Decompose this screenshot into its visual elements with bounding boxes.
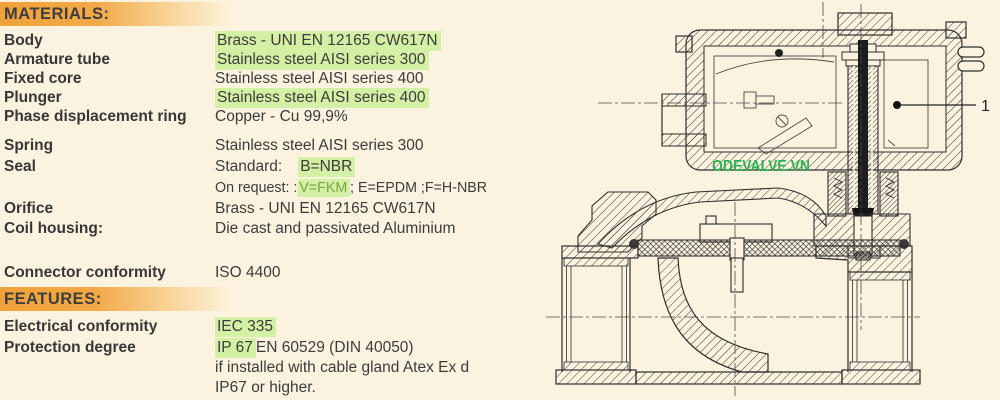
row-body-value: Brass - UNI EN 12165 CW617N (215, 31, 441, 51)
inlet-port (555, 257, 637, 385)
pilot-spring-left (832, 177, 844, 199)
row-electrical-conformity-label: Electrical conformity (4, 318, 158, 335)
row-phase-ring-value: Copper - Cu 99,9% (215, 108, 348, 125)
features-title: FEATURES: (4, 290, 102, 308)
row-fixed-core: Fixed core Stainless steel AISI series 4… (4, 69, 545, 88)
callout-number: 1 (981, 98, 990, 115)
plunger-core (858, 40, 868, 208)
coil-housing (661, 12, 985, 171)
row-coil-housing-value: Die cast and passivated Aluminium (215, 220, 456, 237)
row-spring: Spring Stainless steel AISI series 300 (4, 136, 545, 155)
row-electrical-conformity-value: IEC 335 (215, 317, 277, 337)
row-spring-value: Stainless steel AISI series 300 (215, 137, 424, 154)
row-orifice: Orifice Brass - UNI EN 12165 CW617N (4, 199, 545, 218)
row-seal-on-request-value: On request: :V=FKM; E=EPDM ;F=H-NBR (215, 179, 488, 197)
row-orifice-label: Orifice (4, 200, 54, 217)
row-armature-tube-label: Armature tube (4, 51, 110, 68)
features-section-header: FEATURES: (0, 287, 236, 311)
row-phase-ring-label: Phase displacement ring (4, 108, 187, 125)
row-protection-degree-ip: IP 67 (215, 338, 256, 358)
valve-cross-section-drawing: 1 ODEVALVE.VN (546, 2, 990, 396)
row-fixed-core-label: Fixed core (4, 70, 82, 87)
row-coil-housing-label: Coil housing: (4, 220, 104, 237)
row-plunger-value: Stainless steel AISI series 400 (215, 88, 429, 108)
bonnet-and-diaphragm (577, 187, 911, 293)
row-connector-conformity-value: ISO 4400 (215, 264, 281, 281)
armature-tube (827, 40, 899, 228)
row-connector-conformity-label: Connector conformity (4, 264, 166, 281)
row-seal-on-request: On request: :V=FKM; E=EPDM ;F=H-NBR (4, 178, 545, 197)
row-seal: Seal Standard: B=NBR (4, 157, 545, 177)
row-armature-tube-value: Stainless steel AISI series 300 (215, 50, 429, 70)
materials-panel: MATERIALS: Body Brass - UNI EN 12165 CW6… (0, 2, 545, 397)
row-electrical-conformity: Electrical conformity IEC 335 (4, 317, 545, 337)
row-fixed-core-value: Stainless steel AISI series 400 (215, 70, 424, 87)
weir-partition (657, 257, 769, 373)
row-armature-tube: Armature tube Stainless steel AISI serie… (4, 50, 545, 70)
row-protection-note-1: if installed with cable gland Atex Ex d (4, 358, 545, 377)
row-body-label: Body (4, 32, 43, 49)
pilot-spring-right (884, 177, 896, 199)
row-protection-degree-label: Protection degree (4, 339, 136, 356)
row-protection-degree: Protection degree IP 67 EN 60529 (DIN 40… (4, 338, 545, 358)
watermark-text: ODEVALVE.VN (712, 158, 810, 175)
connector-pins (957, 46, 985, 72)
coil-interior (713, 49, 929, 155)
row-plunger-label: Plunger (4, 89, 62, 106)
row-protection-note-2: IP67 or higher. (4, 378, 545, 397)
row-spring-label: Spring (4, 137, 54, 154)
body-bottom-wall (635, 371, 843, 385)
row-seal-standard: Standard: (215, 158, 283, 175)
slotted-screw (775, 114, 789, 128)
part-callout: 1 (893, 98, 990, 115)
row-orifice-value: Brass - UNI EN 12165 CW617N (215, 200, 436, 217)
outlet-port (841, 271, 921, 385)
row-plunger: Plunger Stainless steel AISI series 400 (4, 88, 545, 108)
row-seal-label: Seal (4, 158, 36, 175)
valve-body (555, 245, 921, 385)
protection-note-line2: IP67 or higher. (215, 379, 316, 396)
row-body: Body Brass - UNI EN 12165 CW617N (4, 31, 545, 51)
row-protection-degree-std: EN 60529 (DIN 40050) (255, 339, 414, 356)
row-connector-conformity: Connector conformity ISO 4400 (4, 263, 545, 282)
leader-dot (893, 101, 901, 109)
seal-fkm-value: V=FKM (297, 179, 351, 197)
row-coil-housing: Coil housing: Die cast and passivated Al… (4, 219, 545, 238)
row-phase-ring: Phase displacement ring Copper - Cu 99,9… (4, 107, 545, 126)
centerlines (546, 2, 920, 396)
materials-title: MATERIALS: (4, 5, 110, 23)
row-seal-standard-value: B=NBR (298, 157, 356, 177)
protection-note-line1: if installed with cable gland Atex Ex d (215, 359, 470, 376)
materials-section-header: MATERIALS: (0, 2, 236, 26)
